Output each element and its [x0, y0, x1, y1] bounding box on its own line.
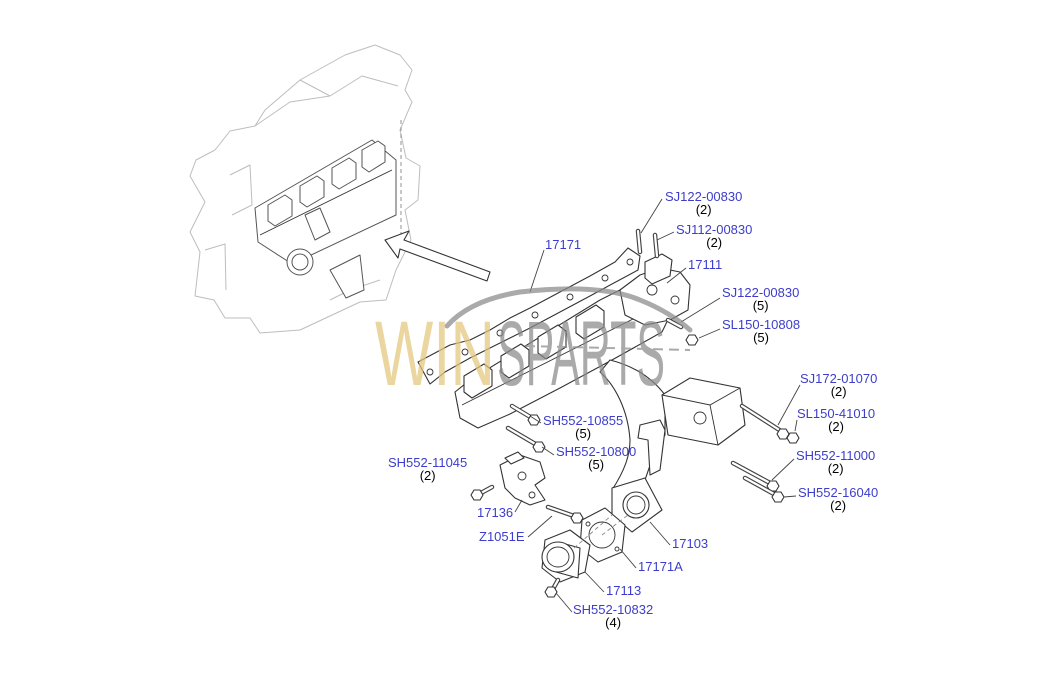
quantity: (5): [753, 330, 769, 345]
throttle-elbow-17103: [599, 359, 746, 533]
gasket-17171: [417, 247, 641, 385]
part-number-link[interactable]: 17103: [672, 536, 709, 551]
callout-sl150-41010: SL150-41010 (2): [797, 407, 875, 433]
callout-sh552-10832: SH552-10832 (4): [573, 603, 653, 629]
leader-line: [619, 548, 637, 569]
callout-17171: 17171: [545, 238, 581, 251]
quantity: (5): [575, 426, 592, 441]
callout-sj122-00830: SJ122-00830 (5): [722, 286, 799, 312]
callout-z1051e: Z1051E: [479, 530, 525, 543]
leader-line: [698, 328, 721, 339]
callout-17136: 17136: [477, 506, 513, 519]
part-number-link[interactable]: SL150-10808: [722, 317, 801, 332]
manifold-part-17111: [619, 253, 691, 326]
bolt-sj172-01070: [739, 403, 790, 440]
stud-sj122-00830-top: [635, 228, 643, 255]
callout-17111: 17111: [688, 258, 722, 271]
nut-sl150-41010: [786, 432, 800, 444]
leader-line: [640, 198, 663, 234]
leader-line: [666, 267, 687, 284]
callout-sh552-10800: SH552-10800 (5): [556, 445, 636, 471]
bolt-z1051e: [545, 504, 584, 524]
leader-line: [771, 458, 795, 481]
part-number-link[interactable]: SH552-10800: [556, 444, 637, 459]
part-number-link[interactable]: 17171A: [638, 559, 683, 574]
leader-line: [649, 521, 671, 546]
bolt-sh552-10800: [505, 425, 546, 453]
throttle-body-17113: [541, 529, 591, 583]
nut-sl150-10808: [685, 334, 699, 346]
callout-sl150-10808: SL150-10808 (5): [722, 318, 800, 344]
quantity: (2): [706, 235, 723, 250]
sensor-17136: [499, 451, 546, 506]
leader-line: [527, 515, 553, 538]
watermark-logo: WIN SPARTS: [375, 286, 693, 405]
leader-line: [555, 592, 573, 613]
quantity: (2): [828, 419, 844, 434]
quantity: (2): [830, 498, 847, 513]
part-number-link[interactable]: SH552-10832: [573, 602, 654, 617]
alignment-line: [573, 514, 613, 549]
bolt-sh552-11045: [470, 484, 495, 501]
leader-line: [584, 571, 605, 593]
bolt-sh552-11000: [730, 460, 780, 492]
callout-sj112-00830: SJ112-00830 (2): [676, 223, 752, 249]
part-number-link[interactable]: SJ112-00830: [676, 222, 753, 237]
callout-17113: 17113: [606, 584, 641, 597]
watermark-text-grey: SPARTS: [497, 303, 665, 405]
callout-sj122-00830-top: SJ122-00830 (2): [665, 190, 742, 216]
quantity: (2): [419, 468, 436, 483]
quantity: (2): [695, 202, 712, 217]
callout-17103: 17103: [672, 537, 708, 550]
part-number-link[interactable]: SH552-16040: [798, 485, 879, 500]
part-number-link[interactable]: SH552-10855: [543, 413, 624, 428]
leader-lines: [514, 198, 801, 613]
part-number-link[interactable]: SH552-11000: [796, 448, 876, 463]
bolt-sh552-10855: [509, 403, 541, 426]
callout-sh552-10855: SH552-10855 (5): [543, 414, 623, 440]
callout-sh552-11045: SH552-11045 (2): [388, 456, 467, 482]
part-number-link[interactable]: SJ172-01070: [800, 371, 878, 386]
callout-17171a: 17171A: [638, 560, 683, 573]
watermark-car-roof: [444, 286, 693, 333]
leader-line: [529, 249, 545, 293]
part-number-link[interactable]: SL150-41010: [797, 406, 876, 421]
callout-sh552-16040: SH552-16040 (2): [798, 486, 878, 512]
stud-sj112-00830: [652, 232, 660, 259]
leader-line: [656, 231, 675, 241]
callout-sh552-11000: SH552-11000 (2): [796, 449, 875, 475]
quantity: (5): [588, 457, 605, 472]
part-number-link[interactable]: 17171: [545, 237, 582, 252]
leader-line: [514, 499, 523, 513]
engine-manifold-overview: [254, 139, 397, 299]
quantity: (2): [827, 461, 844, 476]
intake-manifold-body: [454, 279, 676, 429]
stud-sj122-00830: [665, 317, 684, 330]
leader-line: [794, 419, 798, 432]
part-number-link[interactable]: SJ122-00830: [722, 285, 800, 300]
part-number-link[interactable]: 17111: [688, 257, 723, 272]
quantity: (4): [605, 615, 622, 630]
leader-line: [541, 446, 555, 456]
bolt-sh552-10832: [544, 577, 561, 598]
leader-line: [680, 297, 721, 323]
part-number-link[interactable]: 17136: [477, 505, 514, 520]
part-number-link[interactable]: Z1051E: [479, 529, 525, 544]
bolt-sh552-16040: [742, 475, 785, 503]
quantity: (5): [752, 298, 769, 313]
leader-line: [783, 495, 797, 498]
leader-line: [529, 415, 542, 424]
view-arrow: [384, 230, 491, 282]
part-number-link[interactable]: SH552-11045: [388, 455, 468, 470]
part-number-link[interactable]: SJ122-00830: [665, 189, 743, 204]
part-number-link[interactable]: 17113: [606, 583, 642, 598]
alignment-line: [601, 514, 629, 536]
callout-sj172-01070: SJ172-01070 (2): [800, 372, 877, 398]
quantity: (2): [830, 384, 847, 399]
leader-line: [777, 384, 801, 426]
watermark-text-gold: WIN: [375, 303, 495, 405]
